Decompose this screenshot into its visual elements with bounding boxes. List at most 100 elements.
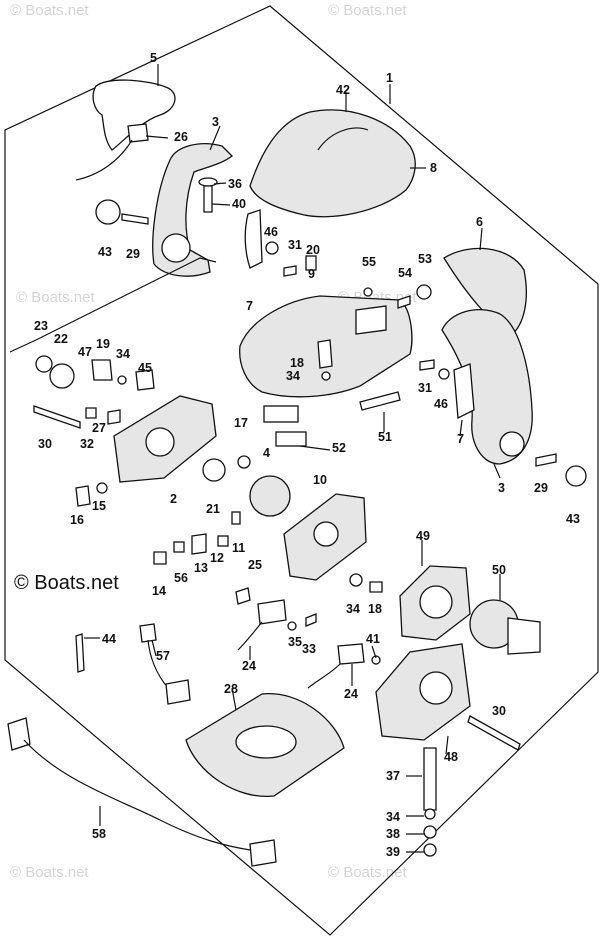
label-1: 1 [386, 71, 393, 85]
label-36: 36 [228, 177, 242, 191]
rod-51-part [359, 391, 401, 411]
screw-33-part [305, 613, 317, 627]
label-15: 15 [92, 499, 106, 513]
pad-52-upper [263, 405, 299, 423]
seal-22-part [49, 363, 75, 389]
gear-4-part [249, 475, 291, 517]
spring-13-part [191, 533, 207, 555]
label-24-right: 24 [344, 687, 358, 701]
bracket-7-right [453, 363, 475, 420]
connector-wire [75, 139, 133, 181]
label-7-right: 7 [457, 432, 464, 446]
plate-28-hole [235, 725, 297, 759]
label-45: 45 [138, 361, 152, 375]
label-44: 44 [102, 632, 116, 646]
label-30-left: 30 [38, 437, 52, 451]
washer-46-right [438, 368, 450, 380]
watermark-top-left: © Boats.net [10, 2, 89, 19]
label-13: 13 [194, 561, 208, 575]
case-48-bore [419, 671, 453, 705]
label-16: 16 [70, 513, 84, 527]
label-7-left: 7 [246, 299, 253, 313]
plate-27-part [107, 409, 121, 425]
label-9: 9 [308, 267, 315, 281]
label-51: 51 [378, 430, 392, 444]
bolt-19-part [91, 359, 113, 381]
label-43-right: 43 [566, 512, 580, 526]
handle-spline [161, 233, 191, 263]
spring-56-part [173, 541, 185, 553]
bolt-37-part [423, 747, 437, 811]
case-10-bore [313, 521, 339, 547]
label-39: 39 [386, 845, 400, 859]
grip-6-part [443, 247, 527, 337]
bracket-part-left [244, 209, 263, 269]
label-46-lower: 46 [434, 397, 448, 411]
label-34-low: 34 [386, 810, 400, 824]
label-34-left: 34 [116, 347, 130, 361]
switch-24-upper-wire [237, 621, 263, 651]
label-4: 4 [263, 446, 270, 460]
screw-18-part [317, 339, 333, 369]
label-11: 11 [232, 541, 245, 555]
screw-54-part [397, 295, 411, 309]
washer-34-upper [321, 371, 331, 381]
label-18-lower: 18 [368, 602, 382, 616]
harness-57-wire [147, 639, 169, 689]
tie-44-part [75, 633, 85, 673]
label-8: 8 [430, 161, 437, 175]
part-number-labels: 1 2 3 3 4 5 6 7 7 8 9 10 11 12 13 14 15 … [34, 51, 580, 859]
label-52: 52 [332, 441, 346, 455]
label-34-mid: 34 [286, 369, 300, 383]
label-14: 14 [152, 584, 166, 598]
label-20: 20 [306, 243, 320, 257]
ring-21-part [202, 458, 226, 482]
harness-57-socket [165, 679, 191, 705]
watermark-bottom-left: © Boats.net [10, 864, 89, 881]
label-49: 49 [416, 529, 430, 543]
screw-29-right [535, 453, 557, 467]
washer-46-left [265, 241, 279, 255]
harness-58-wire [23, 739, 251, 851]
switch-24-lower-wire [307, 663, 341, 689]
cap-part [95, 199, 121, 225]
housing-switch [355, 305, 387, 335]
label-53: 53 [418, 252, 432, 266]
cover-slot [317, 127, 369, 151]
label-43-left: 43 [98, 245, 112, 259]
label-46-upper: 46 [264, 225, 278, 239]
label-34-right: 34 [346, 602, 360, 616]
case-2-bore [145, 427, 175, 457]
label-25: 25 [248, 558, 262, 572]
label-18-upper: 18 [290, 356, 304, 370]
leader-lines [84, 64, 501, 853]
label-33: 33 [302, 642, 316, 656]
label-3-lower: 3 [498, 481, 505, 495]
clip-20-part [305, 255, 317, 271]
label-50: 50 [492, 563, 506, 577]
assembly-outline [4, 5, 599, 936]
label-10: 10 [313, 473, 327, 487]
harness-58-socket [249, 839, 277, 867]
label-48: 48 [444, 750, 458, 764]
clip-25-part [235, 587, 251, 605]
spring-45-part [135, 369, 155, 391]
watermark-mid-left: © Boats.net [16, 289, 95, 306]
screw-18-lower [369, 581, 383, 593]
watermark-main: © Boats.net [14, 572, 119, 594]
connector-part [127, 123, 149, 143]
nut-14-part [153, 551, 167, 565]
label-22: 22 [54, 332, 68, 346]
label-31-upper: 31 [288, 238, 302, 252]
label-24-left: 24 [242, 659, 256, 673]
nut-55-part [363, 287, 373, 297]
label-2: 2 [170, 492, 177, 506]
label-57: 57 [156, 649, 170, 663]
label-55: 55 [362, 255, 376, 269]
label-23: 23 [34, 319, 48, 333]
gear-50-shaft [507, 617, 541, 655]
label-12: 12 [210, 551, 224, 565]
bolt-30-left [33, 405, 81, 429]
label-21: 21 [206, 502, 220, 516]
